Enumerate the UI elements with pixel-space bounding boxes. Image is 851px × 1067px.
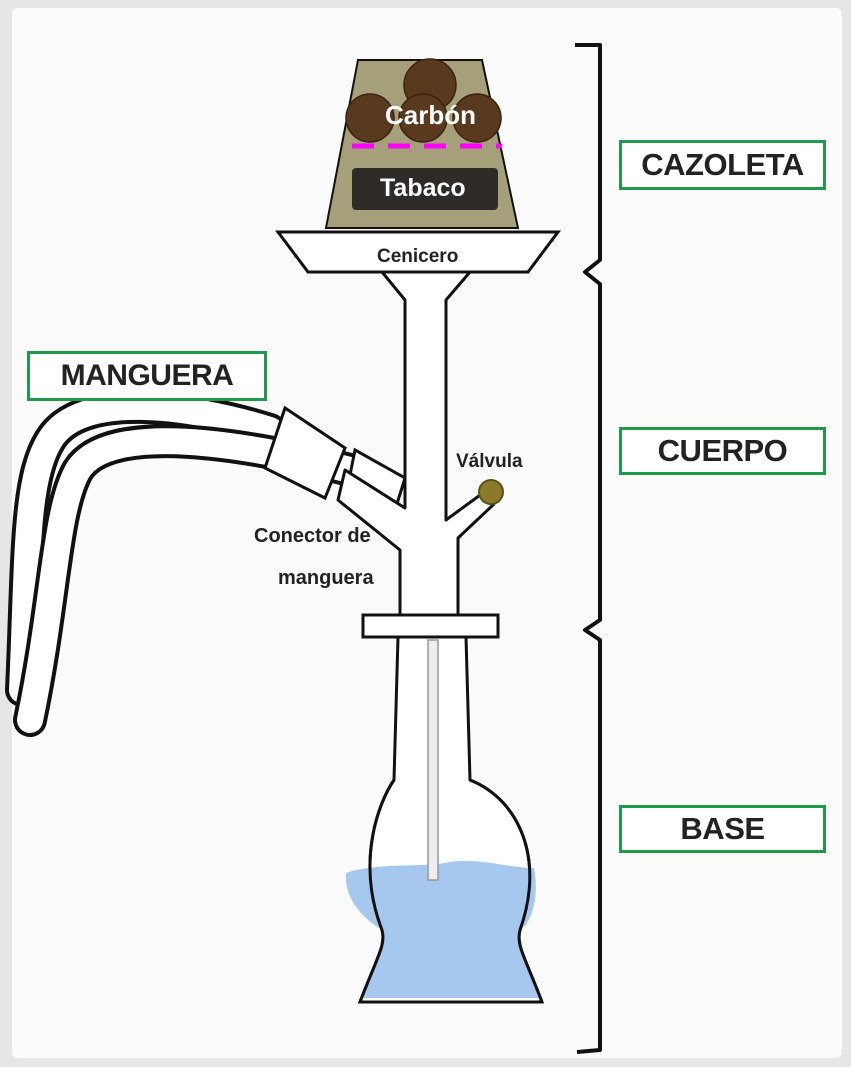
section-label-manguera: MANGUERA	[27, 351, 267, 401]
valve	[478, 479, 504, 505]
hose	[5, 389, 367, 737]
hose-connector-label-line1: Conector de	[254, 525, 371, 547]
hose-connector-outer	[263, 405, 347, 501]
coals	[345, 58, 502, 143]
tobacco-box	[352, 168, 498, 210]
water-outline-repaint	[357, 778, 545, 1004]
tobacco-label: Tabaco	[380, 174, 466, 202]
valve-label: Válvula	[456, 451, 523, 472]
base-coupling	[361, 613, 500, 639]
ashtray-label: Cenicero	[377, 246, 459, 265]
hose-connector-label-line2: manguera	[278, 567, 374, 589]
section-label-base: BASE	[619, 805, 826, 853]
section-bracket	[575, 43, 602, 1054]
section-label-cuerpo: CUERPO	[619, 427, 826, 475]
ashtray	[275, 230, 561, 274]
downstem	[427, 639, 439, 881]
water	[345, 861, 540, 998]
section-label-cazoleta: CAZOLETA	[619, 140, 826, 190]
coal-label: Carbón	[385, 100, 476, 130]
